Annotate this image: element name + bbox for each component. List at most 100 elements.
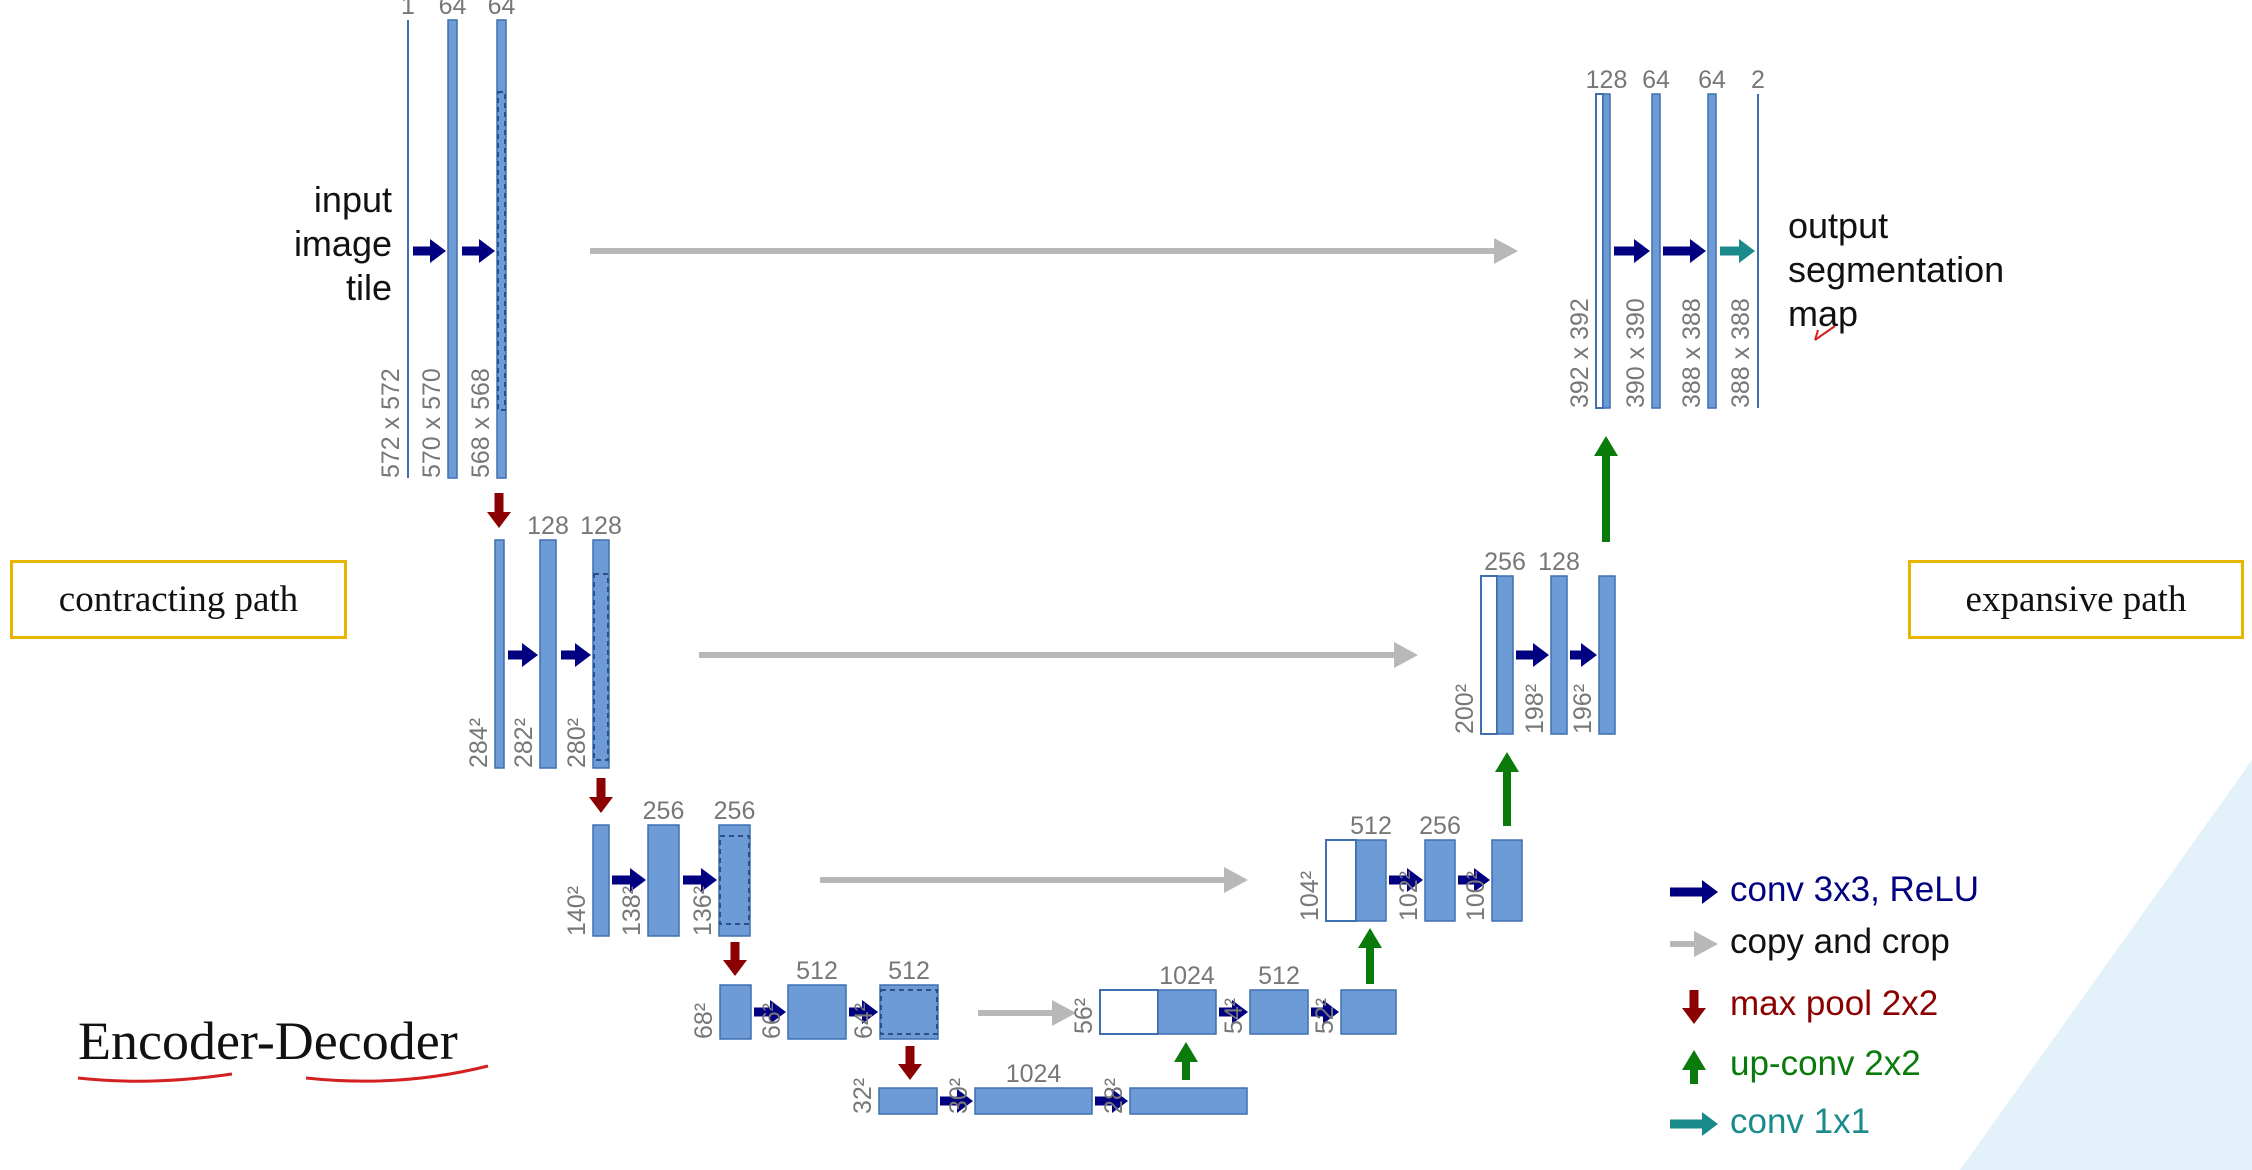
feature-map	[1651, 93, 1661, 409]
spatial-size-label: 100²	[1462, 871, 1490, 921]
spatial-size-label: 390 x 390	[1622, 298, 1650, 408]
feature-map	[1602, 93, 1611, 409]
pen-mark-annotation	[1814, 325, 1836, 341]
spatial-size-label: 388 x 388	[1678, 298, 1706, 408]
output-segmentation-map-label: output segmentation map	[1788, 204, 2004, 336]
spatial-size-label: 570 x 570	[418, 368, 446, 478]
channel-count-label: 64	[1642, 66, 1670, 94]
up-conv-arrow	[1358, 928, 1382, 984]
channel-count-label: 128	[527, 512, 569, 540]
spatial-size-label: 282²	[510, 718, 538, 768]
output-label-line: output	[1788, 205, 1889, 246]
spatial-size-label: 54²	[1220, 998, 1248, 1034]
feature-map	[592, 824, 610, 937]
spatial-size-label: 52²	[1311, 998, 1339, 1034]
legend-label: up-conv 2x2	[1730, 1044, 1921, 1083]
spatial-size-label: 388 x 388	[1727, 298, 1755, 408]
spatial-size-label: 198²	[1521, 684, 1549, 734]
feature-map	[1598, 575, 1616, 735]
feature-map	[718, 824, 751, 937]
cropped-copy-map	[1480, 575, 1498, 735]
conv-relu-arrow	[1516, 643, 1549, 667]
channel-count-label: 1024	[1006, 1060, 1062, 1088]
conv-relu-arrow	[1219, 1000, 1248, 1024]
channel-count-label: 256	[643, 797, 685, 825]
expansive-path-label: expansive path	[1908, 560, 2244, 639]
feature-map	[1424, 839, 1456, 922]
channel-count-label: 512	[888, 957, 930, 985]
channel-count-label: 128	[1586, 66, 1628, 94]
copy-crop-arrow	[978, 1000, 1076, 1026]
underline-annotation	[77, 1072, 233, 1083]
feature-map	[1249, 989, 1309, 1035]
channel-count-label: 256	[714, 797, 756, 825]
feature-map	[1129, 1087, 1248, 1115]
conv-relu-arrow	[849, 1000, 878, 1024]
conv-relu-arrow-swatch	[1670, 879, 1718, 904]
channel-count-label: 512	[1350, 812, 1392, 840]
copy-crop-arrow-swatch	[1670, 930, 1718, 957]
conv-relu-arrow	[940, 1089, 973, 1113]
spatial-size-label: 572 x 572	[377, 368, 405, 478]
conv-relu-arrow	[683, 868, 717, 892]
crop-region	[497, 91, 506, 411]
up-conv-arrow	[1594, 436, 1618, 542]
crop-region	[719, 835, 750, 925]
input-image-tile-label: input image tile	[250, 178, 392, 310]
spatial-size-label: 66²	[758, 1003, 786, 1039]
feature-map-single-channel	[1757, 94, 1759, 408]
up-conv-arrow	[1174, 1042, 1198, 1080]
output-label-line: segmentation	[1788, 249, 2005, 290]
encoder-decoder-heading: Encoder-Decoder	[78, 1011, 458, 1071]
legend-item-copy: copy and crop	[1666, 920, 1950, 964]
conv-relu-arrow	[1663, 239, 1706, 263]
spatial-size-label: 284²	[465, 718, 493, 768]
underline-annotation	[305, 1064, 489, 1083]
max-pool-arrow	[487, 493, 511, 528]
spatial-size-label: 56²	[1070, 998, 1098, 1034]
conv-relu-arrow	[1389, 868, 1423, 892]
feature-map-single-channel	[407, 20, 409, 478]
copy-crop-arrow	[699, 642, 1418, 668]
feature-map	[647, 824, 680, 937]
spatial-size-label: 196²	[1569, 684, 1597, 734]
feature-map	[1707, 93, 1717, 409]
background-wedge	[1960, 760, 2252, 1170]
channel-count-label: 1024	[1159, 962, 1215, 990]
output-label-line: map	[1788, 293, 1859, 334]
spatial-size-label: 32²	[849, 1078, 877, 1114]
feature-map	[539, 539, 557, 769]
feature-map	[1355, 839, 1387, 922]
copy-crop-arrow	[590, 238, 1518, 264]
channel-count-label: 1	[401, 0, 415, 20]
cropped-copy-map	[1595, 93, 1604, 409]
spatial-size-label: 392 x 392	[1566, 298, 1594, 408]
max-pool-arrow	[723, 942, 747, 976]
legend-arrow-icon	[1670, 930, 1718, 957]
conv-1x1-arrow	[1720, 239, 1755, 263]
legend-item-pool: max pool 2x2	[1666, 982, 1938, 1026]
legend-label: conv 3x3, ReLU	[1730, 870, 1980, 909]
feature-map	[1550, 575, 1568, 735]
legend-item-conv: conv 3x3, ReLU	[1666, 868, 1979, 912]
feature-map	[1491, 839, 1523, 922]
input-label-line: input	[313, 179, 392, 220]
conv-relu-arrow	[561, 643, 591, 667]
cropped-copy-map	[1325, 839, 1357, 922]
spatial-size-label: 104²	[1296, 871, 1324, 921]
legend-label: conv 1x1	[1730, 1102, 1871, 1141]
legend-label: max pool 2x2	[1730, 984, 1939, 1023]
spatial-size-label: 28²	[1100, 1078, 1128, 1114]
spatial-size-label: 68²	[690, 1003, 718, 1039]
crop-region	[593, 573, 609, 761]
feature-map	[719, 984, 752, 1040]
spatial-size-label: 568 x 568	[467, 368, 495, 478]
spatial-size-label: 138²	[618, 886, 646, 936]
feature-map	[787, 984, 847, 1040]
contracting-path-label: contracting path	[10, 560, 347, 639]
conv-relu-arrow	[508, 643, 538, 667]
conv-relu-arrow	[1614, 239, 1650, 263]
spatial-size-label: 136²	[689, 886, 717, 936]
